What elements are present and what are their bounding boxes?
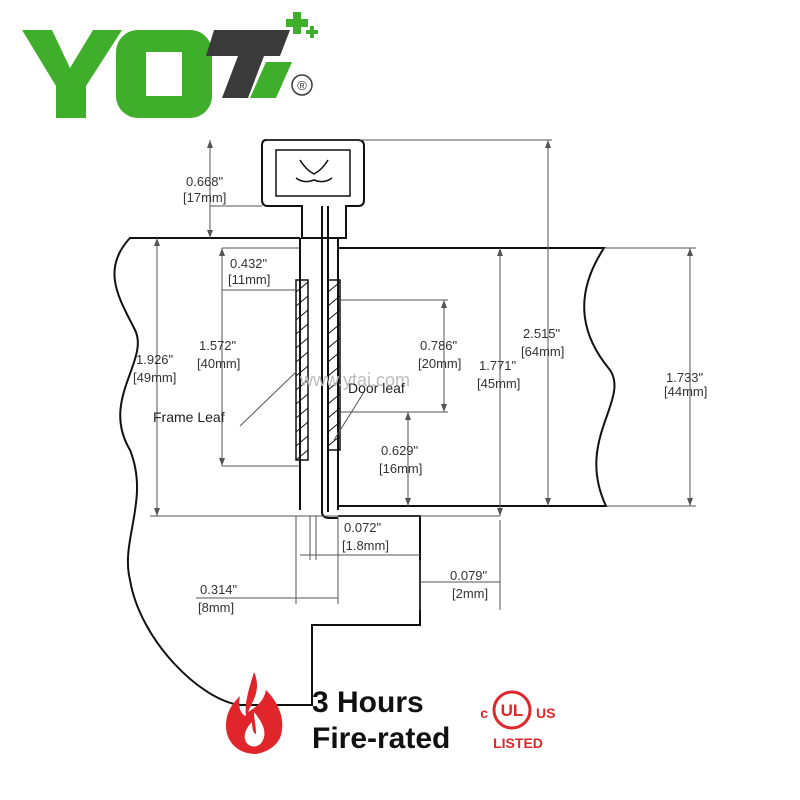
fire-rating-line1: 3 Hours: [312, 686, 424, 719]
dim-0072-mm: [1.8mm]: [342, 538, 389, 553]
dim-0629-in: 0.629": [381, 443, 419, 458]
frame-leaf-label: Frame Leaf: [153, 409, 225, 425]
dim-2515-in: 2.515": [523, 326, 561, 341]
ul-c-text: c: [480, 705, 488, 721]
fire-icon: [226, 672, 283, 754]
dim-1926-in: 1.926": [136, 352, 174, 367]
hinge-knuckle: [261, 139, 365, 239]
dim-1771-in: 1.771": [479, 358, 517, 373]
registered-mark-icon: [291, 74, 313, 96]
dim-1733-mm: [44mm]: [664, 384, 707, 399]
frame-panel: [113, 237, 421, 706]
ul-circle-icon: [492, 690, 532, 730]
dim-1572-mm: [40mm]: [197, 356, 240, 371]
dim-0314-in: 0.314": [200, 582, 238, 597]
fire-rating-line2: Fire-rated: [312, 722, 450, 755]
ul-listed-text: LISTED: [493, 735, 543, 751]
dim-1733-in: 1.733": [666, 370, 704, 385]
dim-0629-mm: [16mm]: [379, 461, 422, 476]
dim-1926-mm: [49mm]: [133, 370, 176, 385]
dim-2515-mm: [64mm]: [521, 344, 564, 359]
door-panel: [338, 247, 616, 507]
watermark: www.ytai.com: [299, 370, 410, 390]
brand-logo: ®: [22, 12, 318, 118]
dim-0786-mm: [20mm]: [418, 356, 461, 371]
registered-mark: ®: [297, 78, 307, 93]
dim-1572-in: 1.572": [199, 338, 237, 353]
dim-0079-in: 0.079": [450, 568, 488, 583]
dim-0432-in: 0.432": [230, 256, 268, 271]
ul-listed-mark: UL c US LISTED: [480, 690, 555, 751]
ul-mark-text: UL: [501, 701, 524, 720]
part-labels: Frame Leaf Door leaf: [153, 380, 405, 425]
dim-0314-mm: [8mm]: [198, 600, 234, 615]
dimension-lines: [150, 139, 696, 610]
dimension-arrows: [154, 140, 693, 516]
dim-0432-mm: [11mm]: [228, 272, 270, 287]
dim-0786-in: 0.786": [420, 338, 458, 353]
ul-us-text: US: [536, 705, 555, 721]
dim-0668-mm: [17mm]: [183, 190, 226, 205]
dim-0079-mm: [2mm]: [452, 586, 488, 601]
technical-drawing: [113, 139, 616, 706]
dim-1771-mm: [45mm]: [477, 376, 520, 391]
dim-0072-in: 0.072": [344, 520, 382, 535]
dim-0668-in: 0.668": [186, 174, 224, 189]
dimension-labels: 0.668" [17mm] 0.432" [11mm] 1.926" [49mm…: [133, 174, 707, 615]
door-leaf-label: Door leaf: [348, 380, 405, 396]
